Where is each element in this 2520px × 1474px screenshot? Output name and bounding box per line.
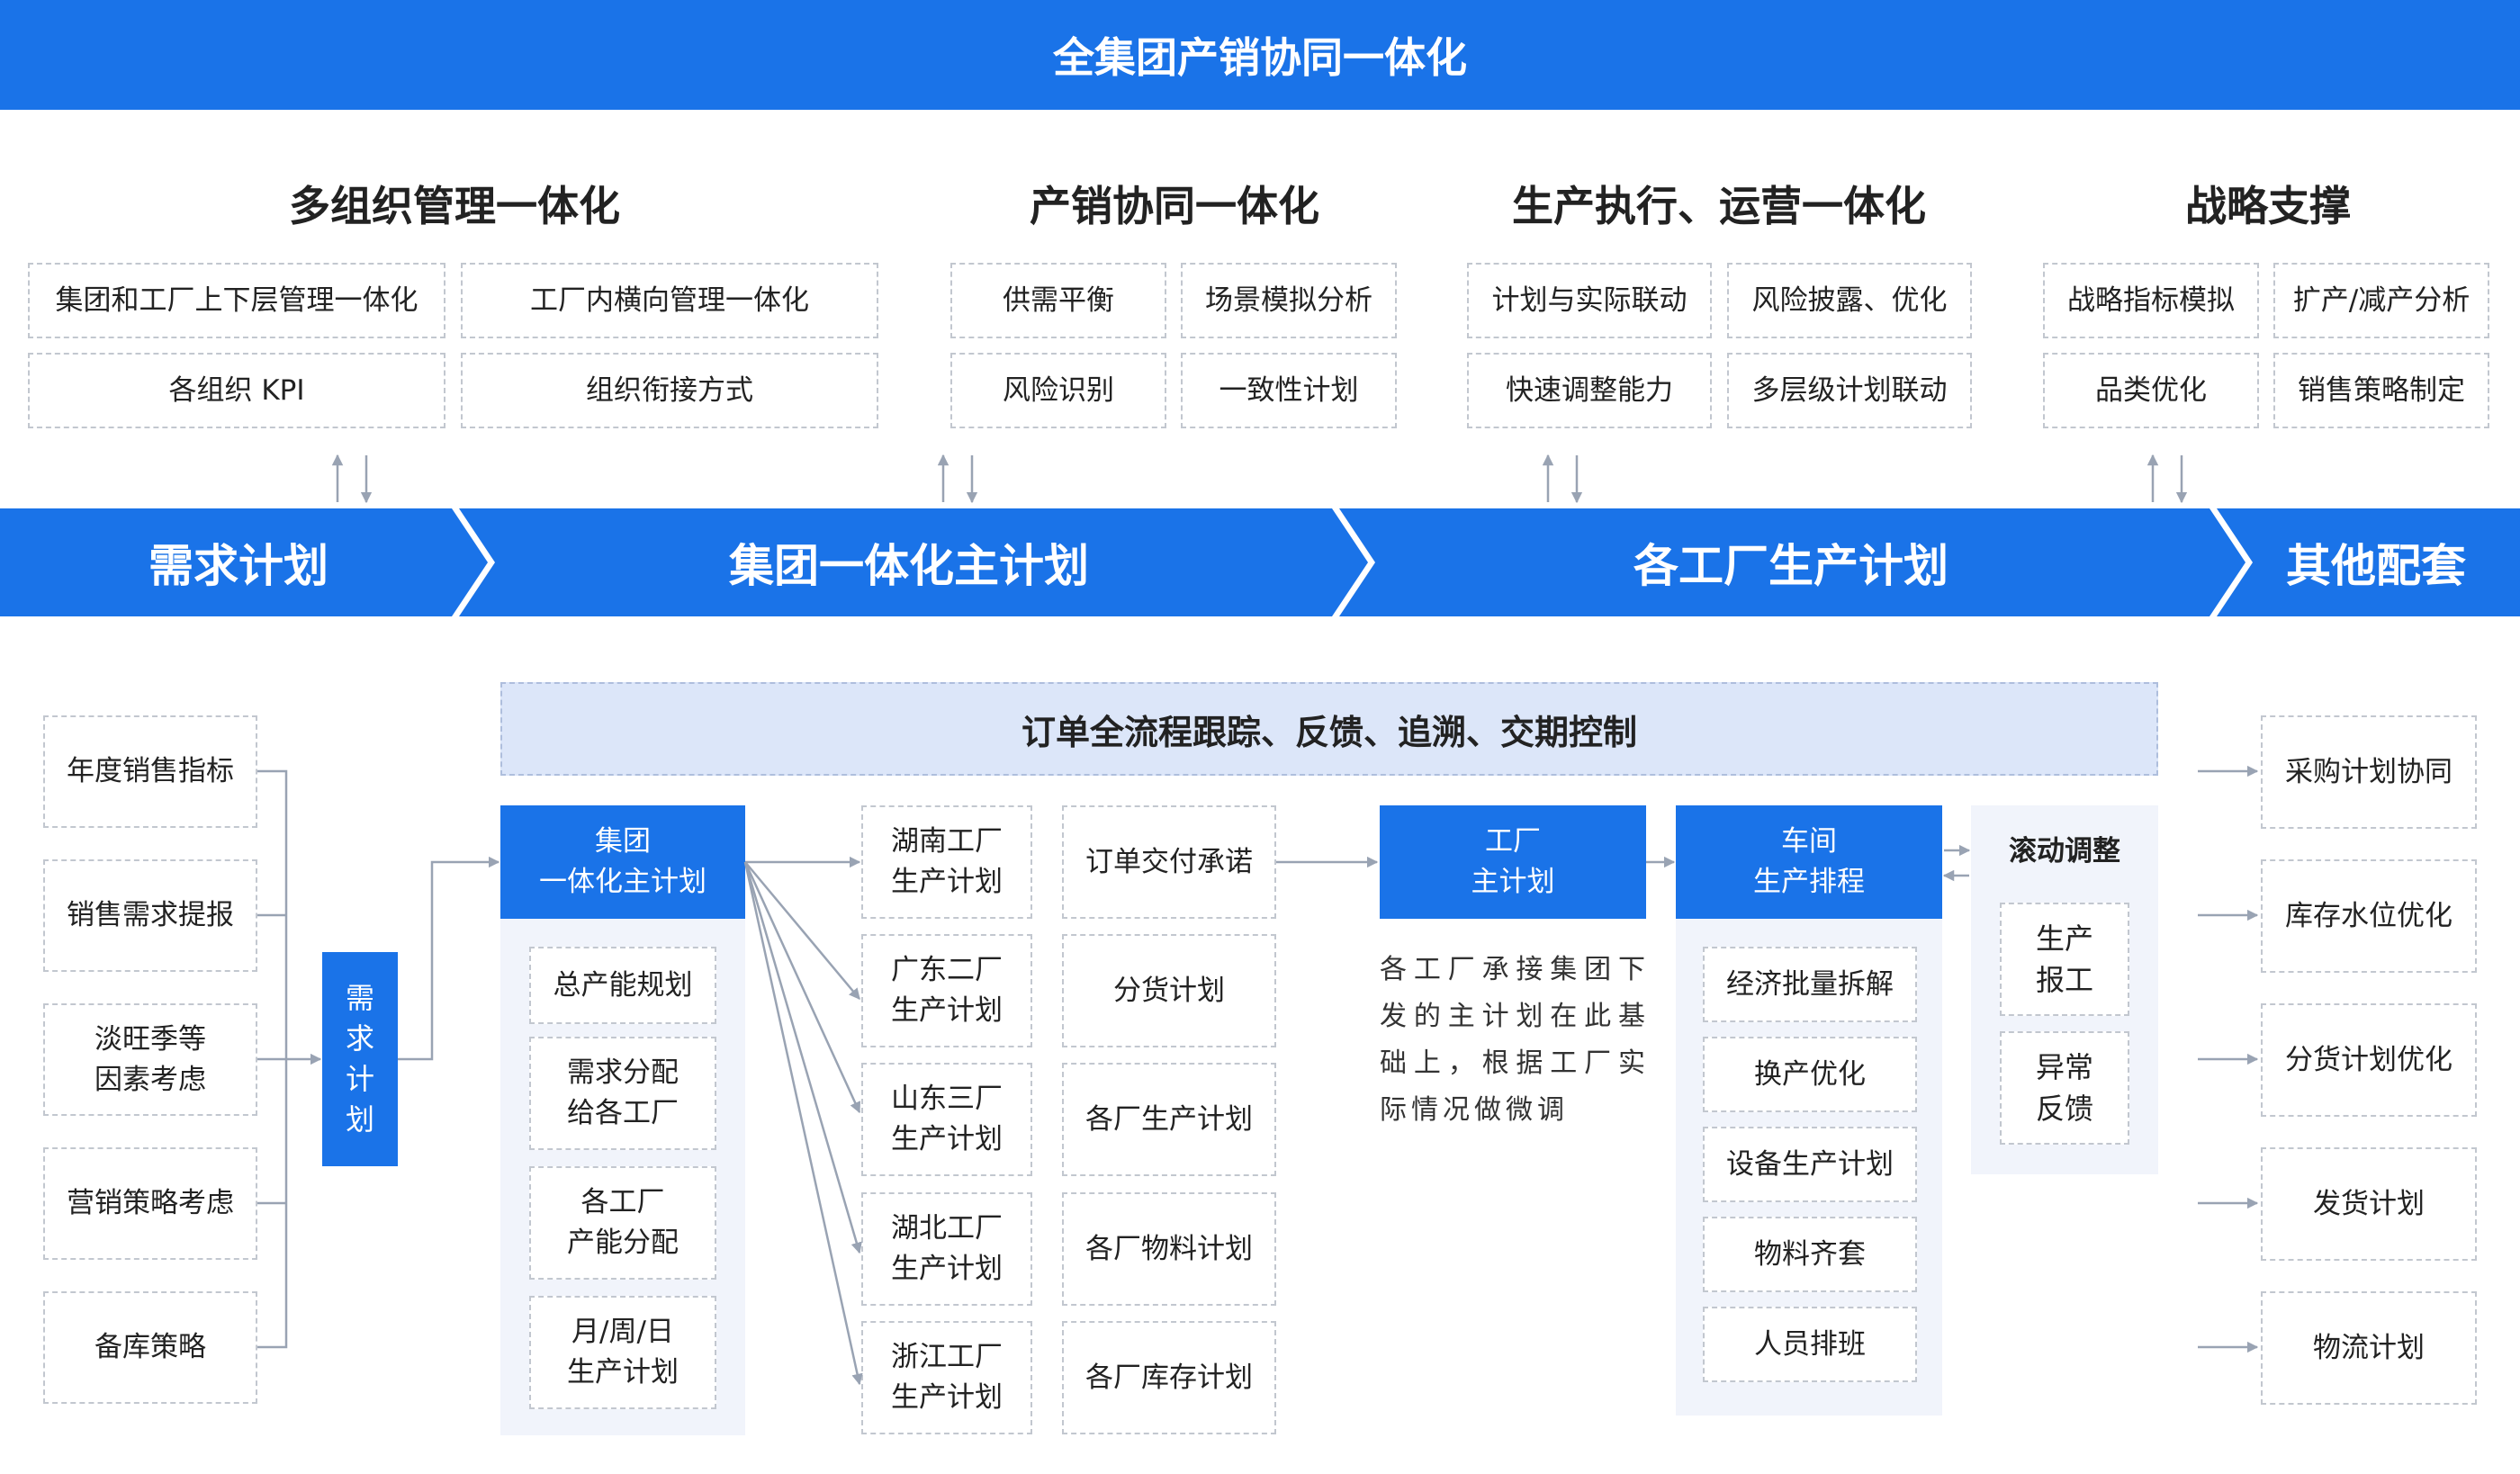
col3-item-1: 计划与实际联动 <box>1467 263 1712 338</box>
col1-item-3: 各组织 KPI <box>28 353 446 428</box>
plan-factory-production: 各厂生产计划 <box>1062 1063 1276 1176</box>
factory-plan-desc: 各工厂承接集团下发的主计划在此基础上，根据工厂实际情况做微调 <box>1380 954 1650 1126</box>
output-inventory-level: 库存水位优化 <box>2261 859 2477 973</box>
factory-guangdong: 广东二厂 生产计划 <box>861 934 1032 1047</box>
fan-arrow-guangdong <box>744 861 860 1000</box>
col4-item-2: 扩产/减产分析 <box>2273 263 2489 338</box>
plan-factory-inventory: 各厂库存计划 <box>1062 1321 1276 1434</box>
workshop-item-5: 人员排班 <box>1703 1307 1917 1382</box>
fan-arrow-hubei <box>743 861 862 1254</box>
header-title: 全集团产销协同一体化 <box>1053 33 1467 82</box>
factory-hunan: 湖南工厂 生产计划 <box>861 805 1032 919</box>
rolling-item-exception: 异常 反馈 <box>2000 1031 2129 1145</box>
output-logistics: 物流计划 <box>2261 1291 2477 1405</box>
order-tracking-bar: 订单全流程跟踪、反馈、追溯、交期控制 <box>500 682 2158 776</box>
workshop-item-4: 物料齐套 <box>1703 1217 1917 1292</box>
band-stage-2: 集团一体化主计划 <box>729 540 1089 592</box>
header-bar: 全集团产销协同一体化 <box>0 0 2520 110</box>
demand-plan-box: 需 求 计 划 <box>322 952 398 1166</box>
input-marketing: 营销策略考虑 <box>43 1147 257 1260</box>
group-plan-item-3: 各工厂 产能分配 <box>529 1166 716 1280</box>
col3-item-4: 多层级计划联动 <box>1727 353 1972 428</box>
col1-item-4: 组织衔接方式 <box>461 353 878 428</box>
col2-item-4: 一致性计划 <box>1181 353 1397 428</box>
band-stage-4: 其他配套 <box>2286 540 2466 592</box>
fan-arrow-zhejiang <box>743 861 863 1386</box>
output-purchase: 采购计划协同 <box>2261 715 2477 829</box>
col3-item-2: 风险披露、优化 <box>1727 263 1972 338</box>
group-plan-item-4: 月/周/日 生产计划 <box>529 1296 716 1409</box>
input-stock-strategy: 备库策略 <box>43 1291 257 1404</box>
group-plan-title: 集团 一体化主计划 <box>500 805 745 919</box>
band-stage-3: 各工厂生产计划 <box>1634 540 1948 592</box>
col2-item-3: 风险识别 <box>950 353 1166 428</box>
col4-item-1: 战略指标模拟 <box>2043 263 2259 338</box>
col1-item-1: 集团和工厂上下层管理一体化 <box>28 263 446 338</box>
factory-shandong: 山东三厂 生产计划 <box>861 1063 1032 1176</box>
factory-plan-title: 工厂 主计划 <box>1380 805 1646 919</box>
group-plan-item-1: 总产能规划 <box>529 947 716 1024</box>
rolling-title: 滚动调整 <box>2009 835 2120 867</box>
column-title-strategy: 战略支撑 <box>2185 182 2351 230</box>
col3-item-3: 快速调整能力 <box>1467 353 1712 428</box>
plan-allocation: 分货计划 <box>1062 934 1276 1047</box>
workshop-item-1: 经济批量拆解 <box>1703 947 1917 1022</box>
col4-item-3: 品类优化 <box>2043 353 2259 428</box>
arrow-demand-to-group <box>398 856 500 1061</box>
plan-order-delivery: 订单交付承诺 <box>1062 805 1276 919</box>
input-annual-sales: 年度销售指标 <box>43 715 257 828</box>
factory-zhejiang: 浙江工厂 生产计划 <box>861 1321 1032 1434</box>
workshop-title: 车间 生产排程 <box>1676 805 1942 919</box>
input-season: 淡旺季等 因素考虑 <box>43 1003 257 1116</box>
output-allocation-opt: 分货计划优化 <box>2261 1003 2477 1117</box>
input-bracket <box>257 769 288 1349</box>
column-title-sales: 产销协同一体化 <box>1030 182 1319 230</box>
order-tracking-text: 订单全流程跟踪、反馈、追溯、交期控制 <box>1021 712 1637 752</box>
workshop-item-2: 换产优化 <box>1703 1037 1917 1112</box>
col1-item-2: 工厂内横向管理一体化 <box>461 263 878 338</box>
col2-item-1: 供需平衡 <box>950 263 1166 338</box>
updown-arrows <box>331 454 2188 504</box>
column-title-org: 多组织管理一体化 <box>289 182 620 230</box>
group-plan-item-2: 需求分配 给各工厂 <box>529 1037 716 1150</box>
col2-item-2: 场景模拟分析 <box>1181 263 1397 338</box>
input-demand-report: 销售需求提报 <box>43 859 257 972</box>
plan-factory-material: 各厂物料计划 <box>1062 1192 1276 1306</box>
workshop-item-3: 设备生产计划 <box>1703 1127 1917 1202</box>
col4-item-4: 销售策略制定 <box>2273 353 2489 428</box>
rolling-item-report: 生产 报工 <box>2000 903 2129 1016</box>
column-title-exec: 生产执行、运营一体化 <box>1512 182 1926 230</box>
band-stage-1: 需求计划 <box>148 540 328 592</box>
factory-hubei: 湖北工厂 生产计划 <box>861 1192 1032 1306</box>
output-shipping: 发货计划 <box>2261 1147 2477 1261</box>
fan-arrow-shandong <box>743 861 861 1114</box>
